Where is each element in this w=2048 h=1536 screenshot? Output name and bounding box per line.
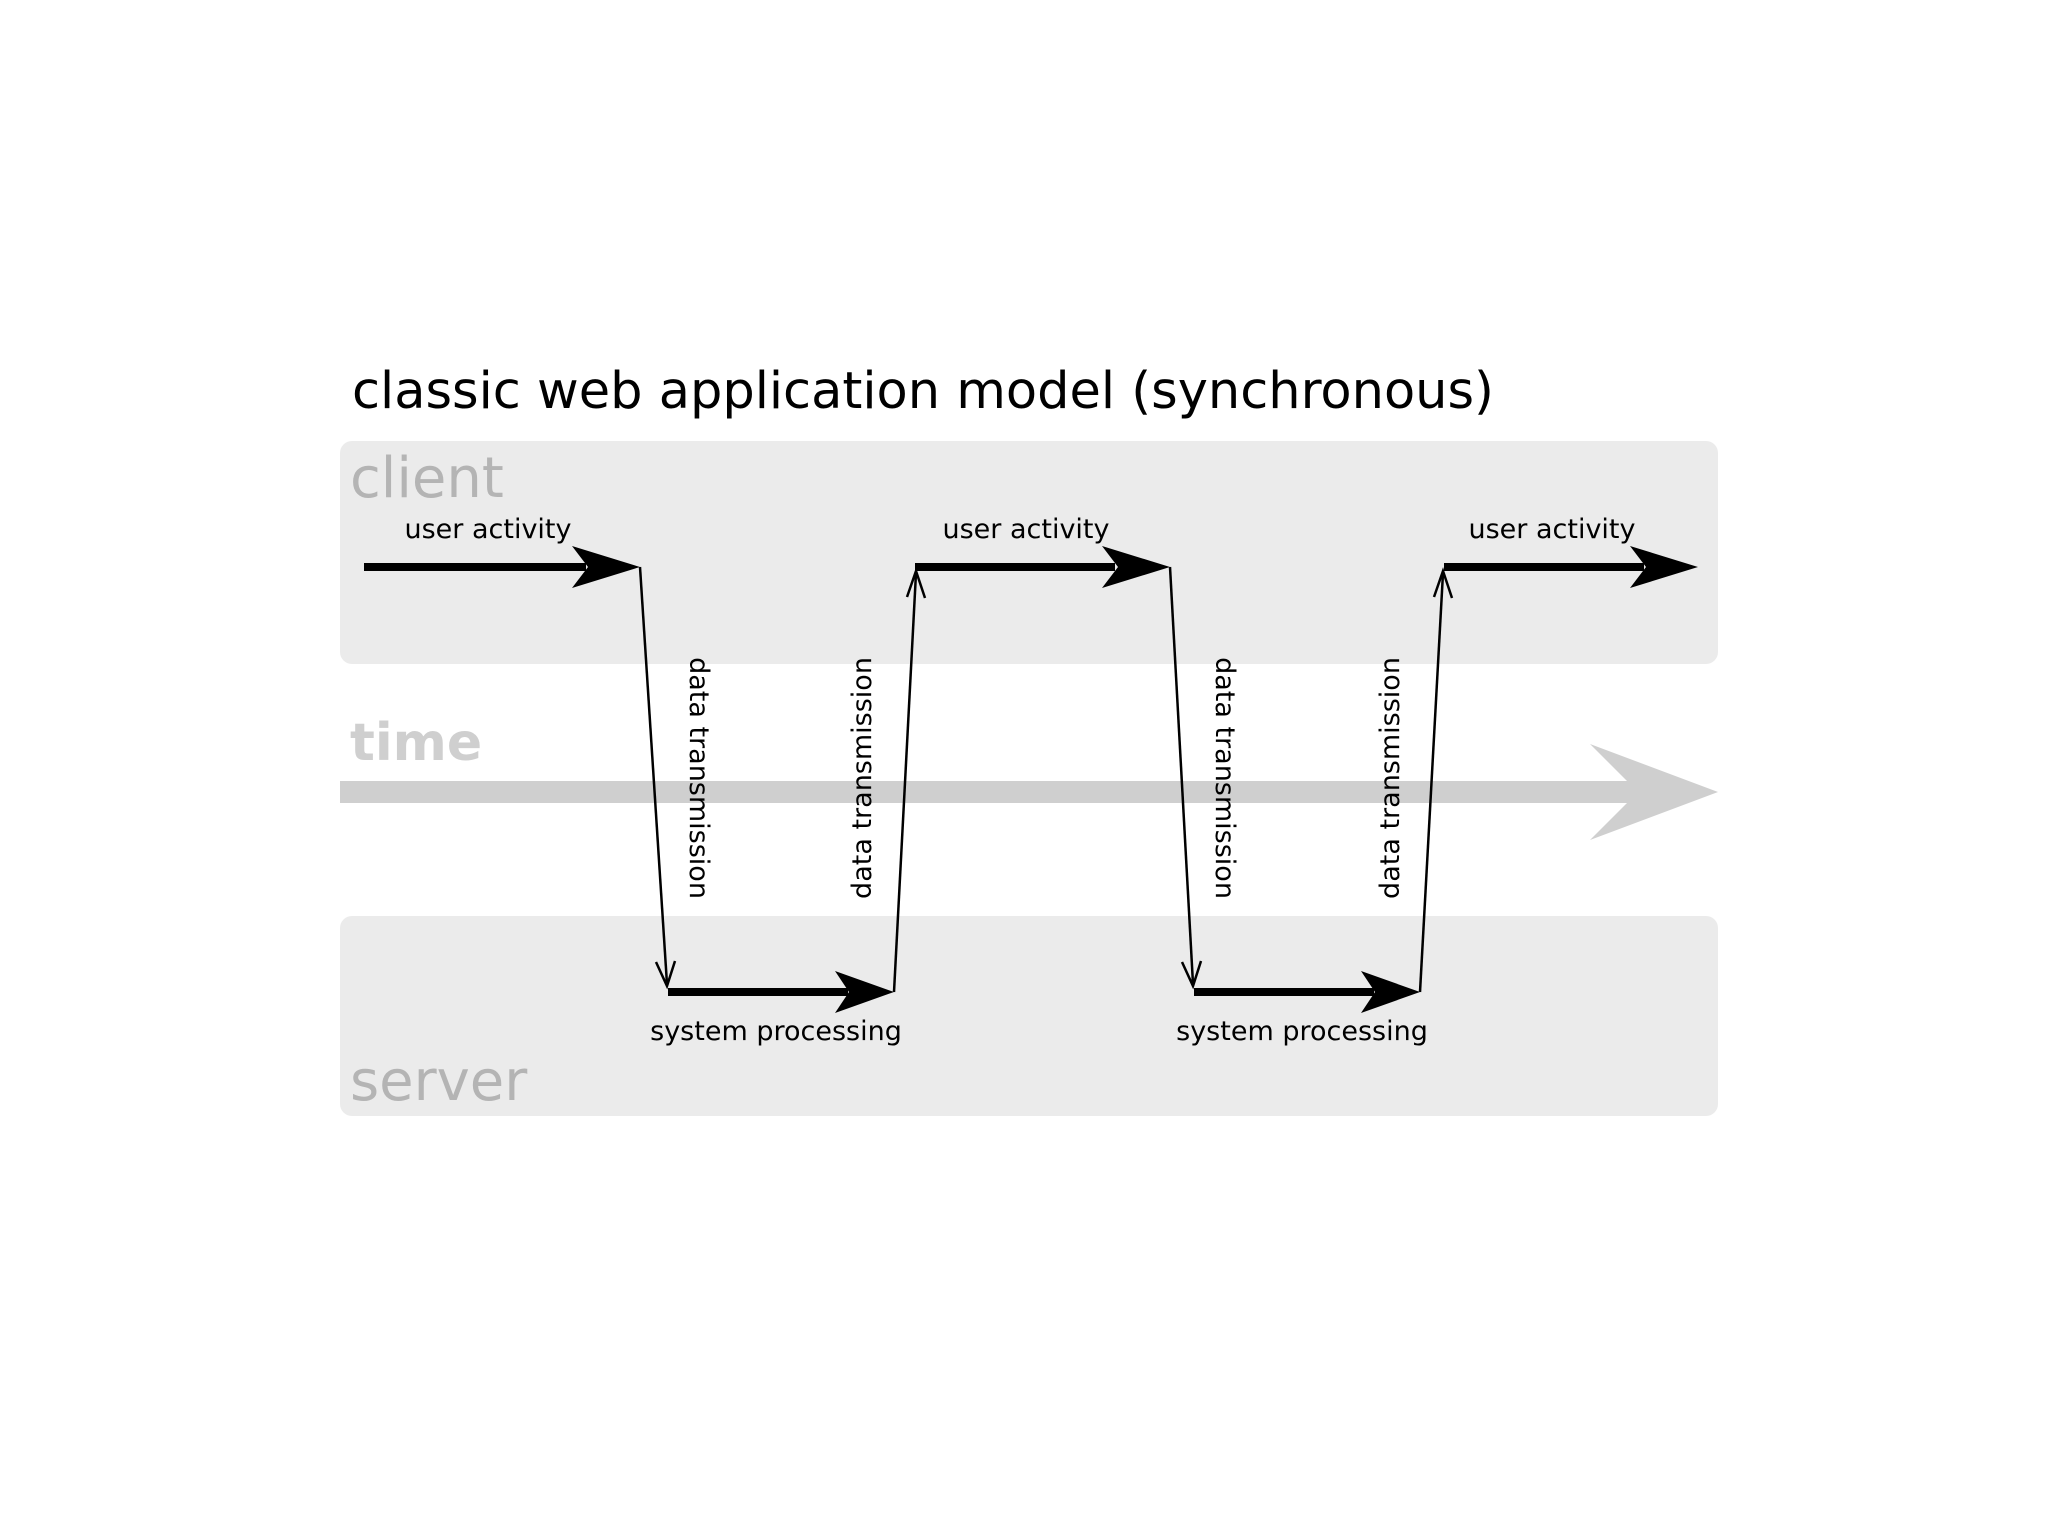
data-transmission-label-3: data transmission [1209,657,1240,899]
data-transmission-label-4: data transmission [1375,657,1406,899]
system-processing-arrow-1 [668,971,894,1013]
user-activity-label-1: user activity [405,514,572,545]
user-activity-label-2: user activity [943,514,1110,545]
time-label: time [350,713,482,773]
data-transmission-arrow-4 [1418,567,1454,993]
client-lane [340,441,1718,664]
system-processing-label-1: system processing [650,1016,902,1047]
data-transmission-arrow-2 [892,567,927,993]
data-transmission-arrow-3 [1168,566,1203,990]
system-processing-label-2: system processing [1176,1016,1428,1047]
system-processing-arrow-2 [1194,971,1420,1013]
user-activity-label-3: user activity [1469,514,1636,545]
server-lane [340,916,1718,1116]
client-lane-label: client [350,446,504,511]
time-arrow [340,744,1718,840]
server-lane-label: server [350,1049,528,1114]
user-activity-arrow-2 [915,546,1170,588]
data-transmission-label-2: data transmission [847,657,878,899]
diagram-title: classic web application model (synchrono… [352,362,1494,421]
user-activity-arrow-3 [1444,546,1698,588]
data-transmission-label-1: data transmission [683,657,714,899]
user-activity-arrow-1 [364,546,640,588]
data-transmission-arrow-1 [638,566,677,990]
